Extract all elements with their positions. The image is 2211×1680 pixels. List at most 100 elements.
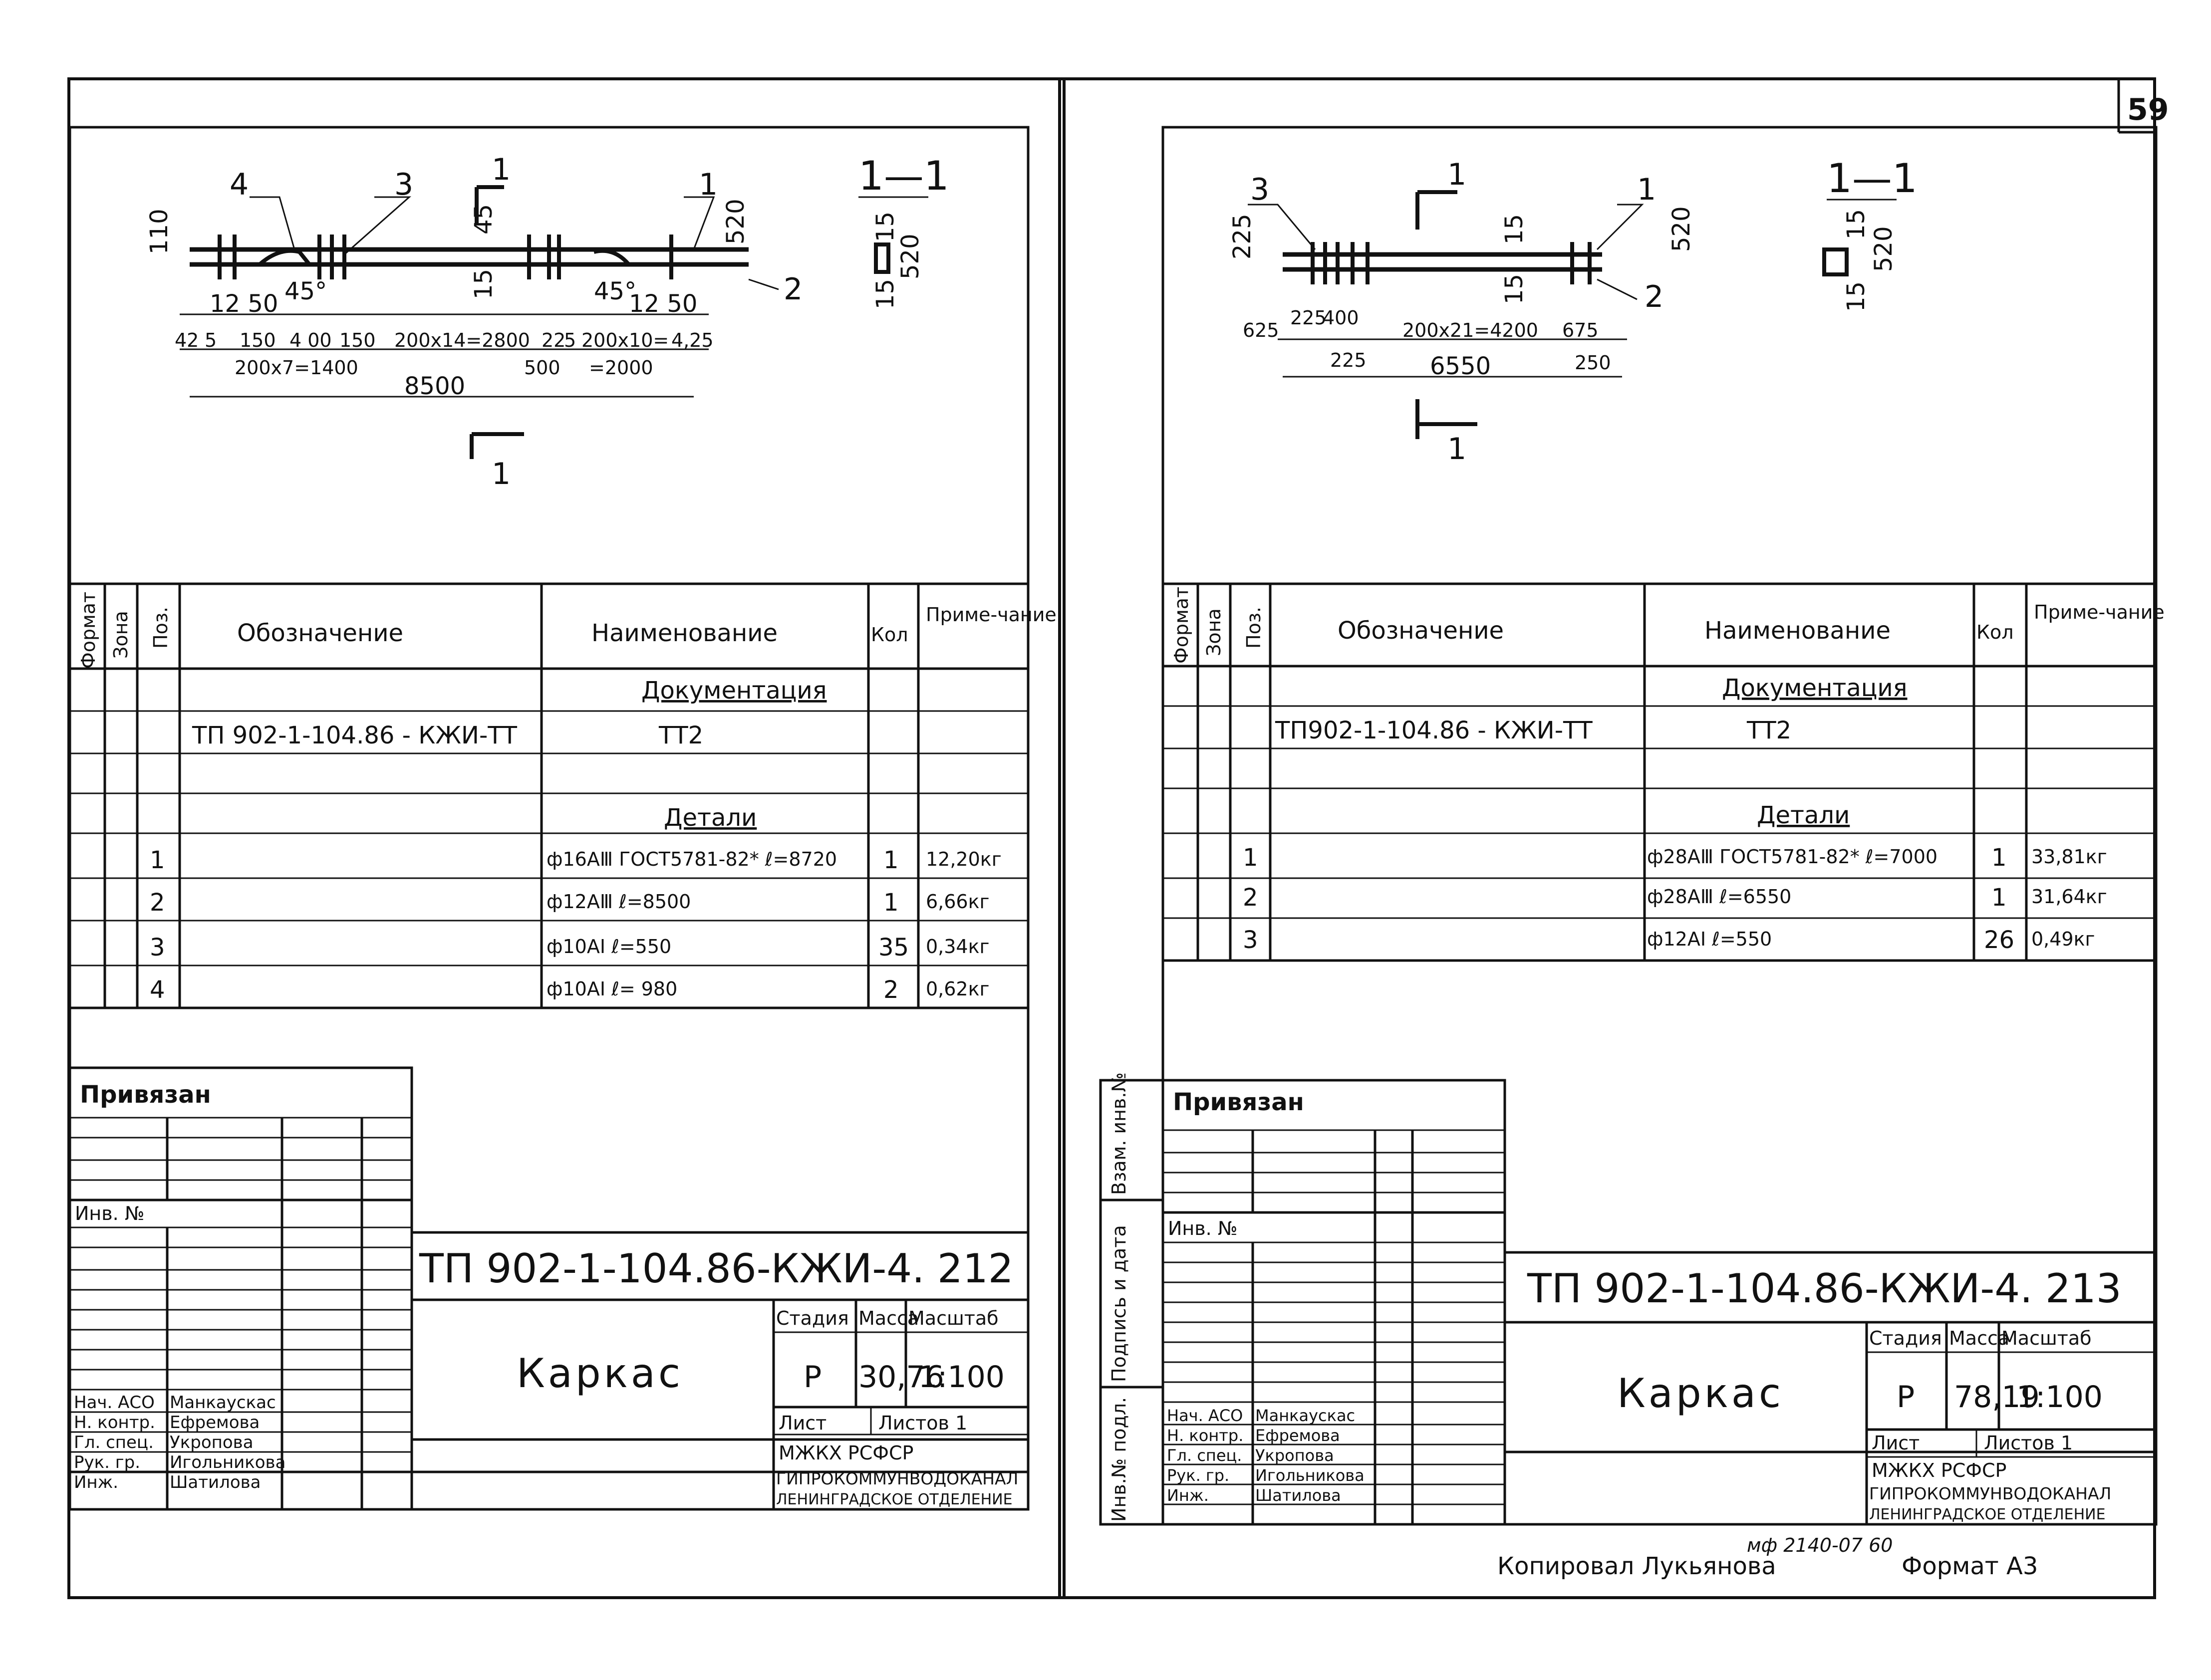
table-row-name: ф10АI ℓ=550 bbox=[547, 936, 671, 958]
left-col-qty: Кол bbox=[871, 624, 908, 646]
left-dim-150-a: 150 bbox=[240, 329, 276, 351]
table-row-pos: 1 bbox=[150, 846, 165, 874]
right-dim-225b: 225 bbox=[1290, 307, 1327, 329]
left-sec-dim-520: 520 bbox=[896, 234, 924, 279]
table-row-qty: 1 bbox=[1991, 884, 2007, 912]
table-row-note: 0,49кг bbox=[2031, 928, 2095, 950]
right-sheet-label: Лист bbox=[1872, 1432, 1920, 1454]
right-section-mark-top-label: 1 bbox=[1447, 157, 1466, 192]
right-spec-table bbox=[1163, 582, 2156, 962]
left-section-title: 1—1 bbox=[858, 153, 949, 199]
right-col-name: Наименование bbox=[1704, 617, 1891, 645]
right-inv-no: Инв. № bbox=[1168, 1217, 1237, 1239]
left-stage-label: Стадия bbox=[776, 1307, 849, 1329]
left-inv-no: Инв. № bbox=[75, 1202, 144, 1224]
left-spec-rows: 1 ф16АⅢ ГОСТ5781-82* ℓ=8720 1 12,20кг 2 … bbox=[150, 846, 1002, 1004]
table-row-name: ф12АI ℓ=550 bbox=[1647, 928, 1772, 950]
left-mass: 30,76 bbox=[858, 1360, 944, 1395]
right-dim-total: 6550 bbox=[1430, 352, 1491, 380]
right-section-parts: Детали bbox=[1757, 801, 1850, 829]
table-row-pos: 3 bbox=[1243, 926, 1258, 954]
left-pos-3: 3 bbox=[394, 167, 413, 202]
left-col-name: Наименование bbox=[591, 619, 778, 647]
left-privyazan: Привязан bbox=[80, 1081, 211, 1109]
left-org-3: ЛЕНИНГРАДСКОЕ ОТДЕЛЕНИЕ bbox=[776, 1491, 1013, 1508]
left-spec-table bbox=[70, 582, 1028, 1009]
left-dim-1400: 200x7=1400 bbox=[235, 357, 358, 379]
left-dim-5b: 5 bbox=[564, 329, 576, 351]
svg-text:Манкаускас: Манкаускас bbox=[1255, 1406, 1355, 1425]
right-doc-name: ТТ2 bbox=[1746, 717, 1791, 744]
table-row-pos: 3 bbox=[150, 934, 165, 961]
right-mass: 78,19 bbox=[1954, 1380, 2040, 1415]
right-org-2: ГИПРОКОММУНВОДОКАНАЛ bbox=[1869, 1484, 2111, 1503]
left-section-view bbox=[874, 242, 890, 274]
right-pos-3: 3 bbox=[1250, 172, 1269, 207]
svg-text:Игольникова: Игольникова bbox=[1255, 1466, 1365, 1485]
right-dim-4200: 200x21=4200 bbox=[1402, 319, 1538, 341]
table-row-note: 12,20кг bbox=[926, 848, 1002, 870]
left-stage: Р bbox=[804, 1360, 822, 1395]
right-dim-15: 15 bbox=[1500, 214, 1528, 244]
left-stirrups bbox=[218, 235, 673, 279]
svg-text:Ефремова: Ефремова bbox=[1255, 1426, 1340, 1445]
svg-text:Рук. гр.: Рук. гр. bbox=[74, 1452, 140, 1472]
table-row-note: 6,66кг bbox=[926, 891, 990, 913]
right-col-designation: Обозначение bbox=[1338, 617, 1504, 645]
footer-format: Формат А3 bbox=[1902, 1552, 2038, 1580]
table-row-qty: 1 bbox=[883, 846, 899, 874]
left-dim-2800: 200x14=2800 bbox=[394, 329, 530, 351]
right-pos-1: 1 bbox=[1637, 172, 1656, 207]
left-sec-dim-15: 15 bbox=[871, 279, 899, 309]
right-dim-225: 225 bbox=[1228, 214, 1256, 259]
page-number: 59 bbox=[2127, 92, 2169, 127]
left-pos-1: 1 bbox=[699, 167, 718, 202]
left-staff: Нач. АСО Манкаускас Н. контр. Ефремова Г… bbox=[74, 1393, 285, 1492]
svg-text:Нач. АСО: Нач. АСО bbox=[1167, 1406, 1243, 1425]
left-doc-designation: ТП 902-1-104.86 - КЖИ-ТТ bbox=[192, 721, 518, 749]
left-dim-500: 500 bbox=[524, 357, 560, 379]
left-org-1: МЖКХ РСФСР bbox=[779, 1442, 913, 1464]
right-scale-label: Масштаб bbox=[2001, 1327, 2092, 1349]
right-section-mark-bottom-label: 1 bbox=[1447, 432, 1466, 467]
svg-text:Укропова: Укропова bbox=[1255, 1446, 1334, 1465]
right-stage: Р bbox=[1897, 1380, 1915, 1415]
right-section-mark-top bbox=[1415, 190, 1457, 230]
left-dim-400: 4 00 bbox=[289, 329, 332, 351]
right-title-block bbox=[1099, 1079, 2156, 1526]
right-privyazan: Привязан bbox=[1173, 1088, 1304, 1116]
svg-text:Манкаускас: Манкаускас bbox=[170, 1393, 276, 1413]
right-dim-250: 250 bbox=[1575, 352, 1611, 374]
svg-text:Н. контр.: Н. контр. bbox=[74, 1413, 155, 1433]
left-section-parts: Детали bbox=[664, 804, 757, 832]
left-col-format: Формат bbox=[77, 592, 99, 669]
left-sheets-label: Листов 1 bbox=[878, 1412, 967, 1434]
table-row-qty: 35 bbox=[878, 934, 909, 961]
svg-text:Укропова: Укропова bbox=[170, 1433, 254, 1452]
left-dim-total: 8500 bbox=[404, 372, 465, 400]
table-row-pos: 2 bbox=[150, 889, 165, 917]
left-col-pos: Поз. bbox=[150, 607, 172, 649]
right-staff: Нач. АСО Манкаускас Н. контр. Ефремова Г… bbox=[1167, 1406, 1365, 1505]
left-scale-label: Масштаб bbox=[908, 1307, 999, 1329]
svg-text:Н. контр.: Н. контр. bbox=[1167, 1426, 1243, 1445]
right-side-label-replace: Взам. инв.№ bbox=[1108, 1072, 1130, 1195]
right-stirrups bbox=[1311, 242, 1592, 284]
left-section-docs: Документация bbox=[641, 677, 827, 705]
right-col-format: Формат bbox=[1170, 587, 1192, 664]
table-row-note: 31,64кг bbox=[2031, 886, 2107, 908]
right-pos-2: 2 bbox=[1645, 279, 1663, 314]
right-dim-625: 625 bbox=[1243, 319, 1279, 341]
table-row-name: ф28АⅢ ℓ=6550 bbox=[1647, 886, 1791, 908]
right-col-pos: Поз. bbox=[1243, 607, 1265, 649]
right-dim-225c: 225 bbox=[1330, 349, 1367, 371]
right-sheets-label: Листов 1 bbox=[1984, 1432, 2073, 1454]
left-doc-name: ТТ2 bbox=[658, 721, 703, 749]
svg-text:Игольникова: Игольникова bbox=[170, 1452, 285, 1472]
left-sec-dim-15b: 15 bbox=[871, 212, 899, 242]
left-section-mark-bottom bbox=[470, 432, 524, 459]
right-title: Каркас bbox=[1617, 1370, 1784, 1417]
right-dim-675: 675 bbox=[1562, 319, 1599, 341]
svg-text:Гл. спец.: Гл. спец. bbox=[74, 1433, 154, 1452]
